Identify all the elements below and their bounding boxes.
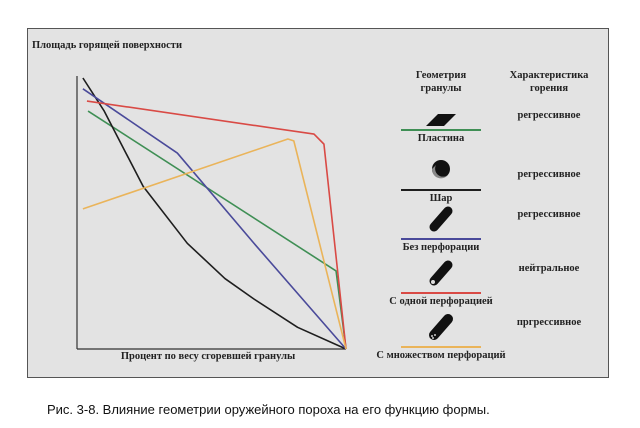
multi-perforation-cylinder-icon xyxy=(429,314,453,340)
y-axis-label: Площадь горящей поверхности xyxy=(32,40,183,51)
burning-characteristic-3: нейтральное xyxy=(518,263,580,274)
burning-characteristic-0: регрессивное xyxy=(517,110,581,121)
x-axis-label: Процент по весу сгоревшей гранулы xyxy=(120,351,296,362)
series-line-2 xyxy=(82,88,347,350)
legend-label-1: Шар xyxy=(429,193,453,204)
legend-header-geometry: Геометрия гранулы xyxy=(415,70,467,94)
series-line-3 xyxy=(86,100,347,350)
single-perforation-cylinder-icon xyxy=(429,260,453,286)
figure: Площадь горящей поверхности Процент по в… xyxy=(27,28,609,378)
series-line-4 xyxy=(82,138,347,350)
series-line-0 xyxy=(87,110,347,350)
legend-label-4: С множеством перфораций xyxy=(376,350,506,361)
sphere-icon xyxy=(431,160,450,179)
legend-header-burning: Характеристика горения xyxy=(509,70,589,94)
burning-characteristic-2: регрессивное xyxy=(517,209,581,220)
legend-label-3: С одной перфорацией xyxy=(389,296,493,307)
burning-characteristic-4: пргрессивное xyxy=(516,317,582,328)
cylinder-icon xyxy=(429,206,453,232)
figure-caption: Рис. 3-8. Влияние геометрии оружейного п… xyxy=(47,402,490,417)
legend-label-2: Без перфорации xyxy=(402,242,480,253)
plate-icon xyxy=(426,114,456,126)
legend-label-0: Пластина xyxy=(417,133,465,144)
series-line-1 xyxy=(82,77,347,350)
chart-plot xyxy=(76,76,481,350)
burning-characteristic-1: регрессивное xyxy=(517,169,581,180)
